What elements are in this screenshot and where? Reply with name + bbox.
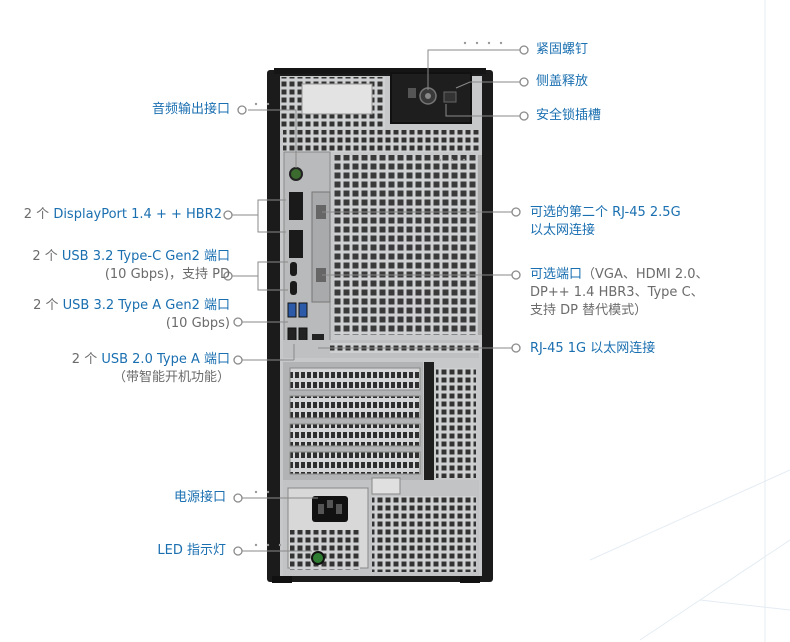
label-screw: 紧固螺钉 [536,42,589,57]
label-usb-20: 2 个 USB 2.0 Type A 端口 （带智能开机功能） [71,352,230,385]
label-usb-c: 2 个 USB 3.2 Type-C Gen2 端口 (10 Gbps)，支持 … [32,249,230,282]
power-socket [312,496,348,522]
label-displayport: 2 个 DisplayPort 1.4 + + HBR2 [23,207,222,222]
main-vent [334,155,477,335]
led-indicator [311,551,325,565]
label-usb-a-32: 2 个 USB 3.2 Type A Gen2 端口 (10 Gbps) [33,298,230,331]
background-lines [589,0,790,642]
label-side-release: 侧盖释放 [536,74,589,89]
label-optional-port: 可选端口（VGA、HDMI 2.0、 DP++ 1.4 HBR3、Type C、… [530,267,709,318]
label-power: 电源接口 [173,490,226,505]
label-lock-slot: 安全锁插槽 [536,108,602,123]
label-rj45-1g: RJ-45 1G 以太网连接 [530,341,656,356]
label-led: LED 指示灯 [157,543,226,558]
callout-lines [232,49,520,552]
audio-jack [289,167,303,181]
label-rj45-optional: 可选的第二个 RJ-45 2.5G 以太网连接 [530,205,681,238]
expansion-slots [283,362,434,482]
label-audio-out: 音频输出接口 [151,102,230,117]
